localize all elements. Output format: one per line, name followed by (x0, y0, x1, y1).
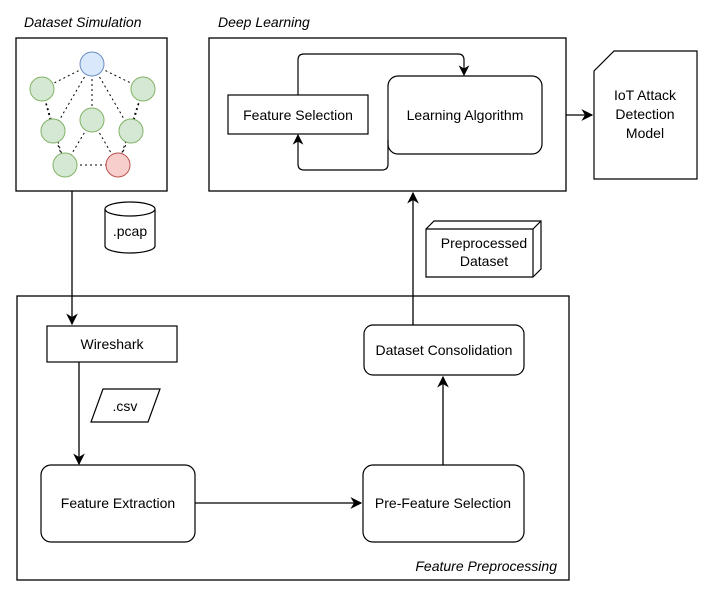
csv-parallelogram (90, 388, 161, 423)
learning-algorithm-label: Learning Algorithm (407, 107, 524, 123)
feature-selection-label: Feature Selection (243, 107, 353, 123)
iot-model-line-2: Detection (615, 106, 674, 122)
dataset-simulation-title: Dataset Simulation (24, 14, 142, 30)
deep-learning-title: Deep Learning (218, 14, 310, 30)
feature-extraction-label: Feature Extraction (61, 495, 175, 511)
pre-feature-selection-label: Pre-Feature Selection (375, 495, 511, 511)
graph-node-red (105, 152, 131, 178)
wireshark-label: Wireshark (80, 336, 144, 352)
arrow-algorithm-to-selection (292, 133, 389, 171)
dataset-consolidation-box (363, 324, 525, 376)
network-nodes (29, 51, 156, 178)
graph-node-blue (79, 51, 105, 77)
feature-preprocessing-title: Feature Preprocessing (415, 558, 557, 574)
wireshark-box (46, 325, 178, 363)
preprocessed-dataset-line-2: Dataset (460, 253, 508, 269)
arrow-selection-to-algorithm (297, 53, 470, 95)
graph-node (130, 76, 156, 102)
preprocessed-dataset-line-1: Preprocessed (441, 235, 527, 251)
graph-node (40, 118, 66, 144)
graph-node (52, 152, 78, 178)
graph-node (29, 76, 55, 102)
graph-node (118, 118, 144, 144)
iot-model-line-3: Model (626, 125, 664, 141)
iot-model-card (593, 50, 698, 180)
feature-selection-box (227, 94, 369, 135)
feature-preprocessing-box (16, 295, 570, 581)
graph-node (79, 107, 105, 133)
preprocessed-dataset-cube: Preprocessed Dataset (425, 220, 542, 278)
csv-label: .csv (113, 398, 138, 414)
iot-model-line-1: IoT Attack (614, 87, 677, 103)
pcap-label: .pcap (113, 223, 147, 239)
pcap-cylinder: .pcap (104, 201, 156, 254)
dataset-consolidation-label: Dataset Consolidation (376, 342, 513, 358)
